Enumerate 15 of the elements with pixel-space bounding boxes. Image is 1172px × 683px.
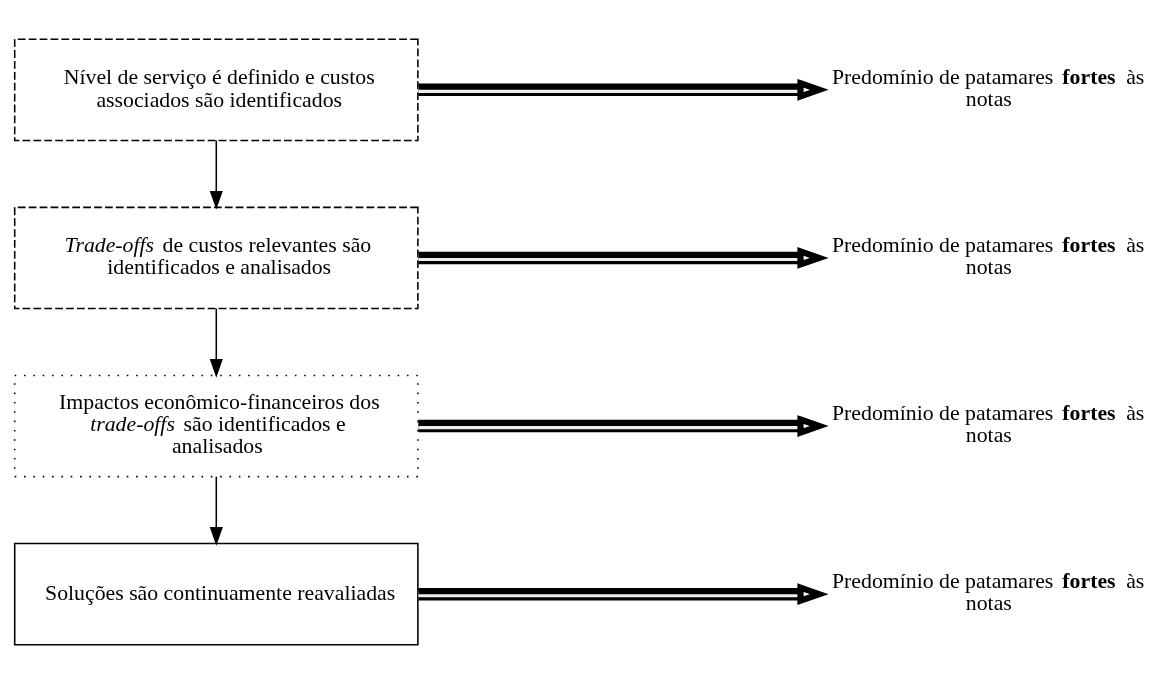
arrow: [209, 307, 223, 378]
arrow: [418, 78, 829, 101]
node-text: Predomínio de patamares fortes às notas: [831, 64, 1145, 111]
node-box: Trade-offs de custos relevantes são identificados e analisados: [13, 206, 419, 309]
node-text: Predomínio de patamares fortes às notas: [831, 232, 1145, 279]
node-text: Predomínio de patamares fortes às notas: [831, 400, 1145, 447]
node-box: Nível de serviço é definido e custos associados são identificados: [13, 37, 419, 141]
arrow: [418, 246, 829, 269]
arrow: [209, 475, 223, 546]
node-box: Impactos econômico-financeiros dos trade-offs são identificados e analisados: [13, 374, 419, 477]
arrow: [418, 582, 829, 605]
node-box: Soluções são continuamente reavaliadas: [13, 542, 419, 646]
arrow: [418, 414, 829, 437]
node-text: Predomínio de patamares fortes às notas: [831, 568, 1145, 615]
arrow: [209, 139, 223, 210]
